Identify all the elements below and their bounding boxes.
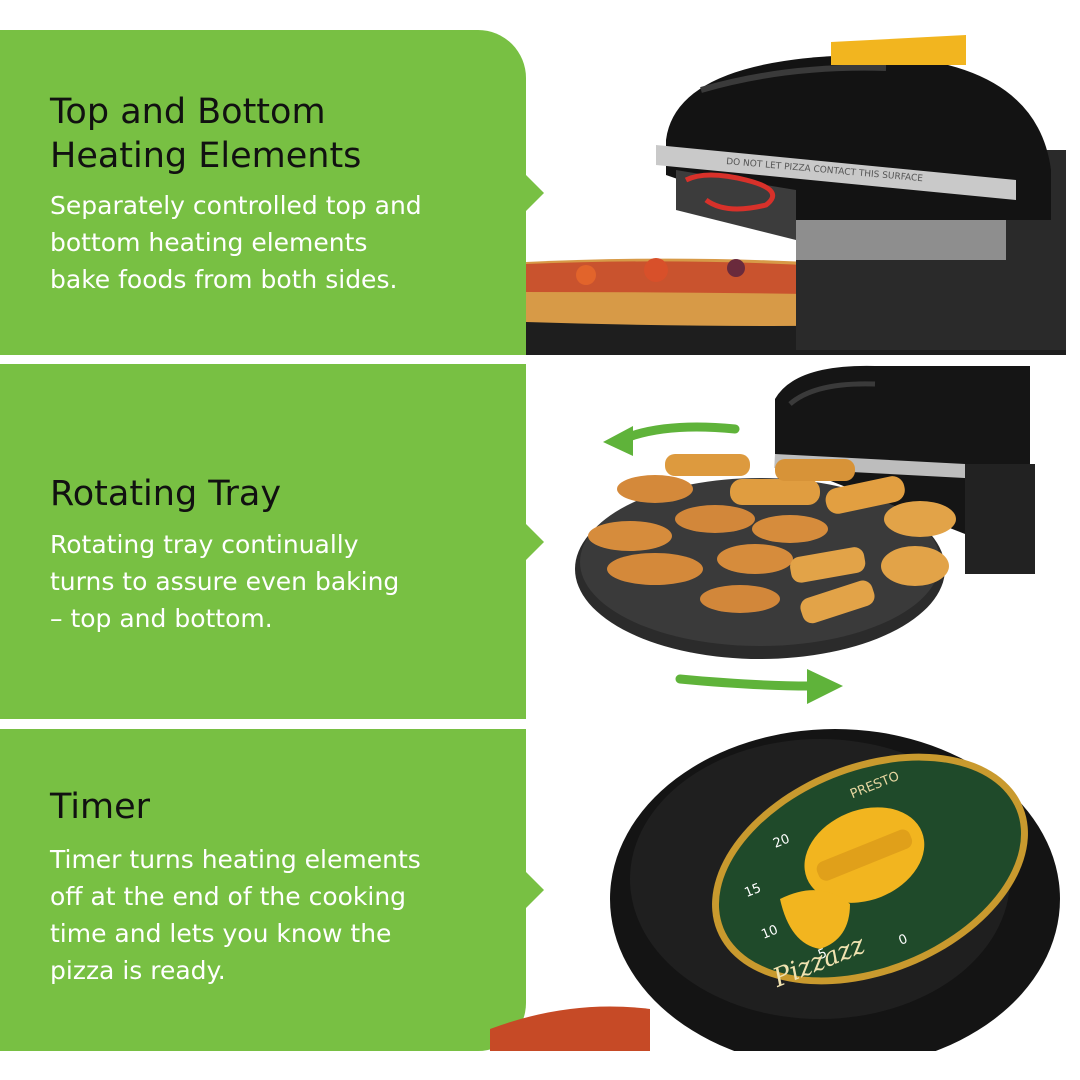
- feature-title-heating: Top and Bottom Heating Elements: [50, 90, 361, 178]
- feature-panel-rotating-tray: Rotating Tray Rotating tray continually …: [0, 364, 544, 719]
- mozzarella-stick: [825, 476, 905, 514]
- feature-title-line: Timer: [50, 787, 151, 827]
- feature-desc-timer: Timer turns heating elements off at the …: [50, 841, 470, 989]
- mozzarella-stick: [775, 459, 855, 481]
- timer-dial-photo: 20 15 10 5 0 PRESTO Pizzazz: [490, 729, 1060, 1051]
- feature-desc-rotating-tray: Rotating tray continually turns to assur…: [50, 526, 470, 637]
- head-highlight: [788, 381, 876, 406]
- rotating-tray-photo: [575, 365, 1035, 704]
- feature-title-line: Rotating Tray: [50, 474, 282, 514]
- taquito: [790, 547, 866, 583]
- heat-selector-knob[interactable]: [780, 890, 850, 949]
- arrow-head-icon: [807, 669, 843, 704]
- pepperoni: [644, 258, 668, 282]
- shrimp: [752, 515, 828, 543]
- shrimp: [717, 544, 793, 574]
- feature-desc-line: bottom heating elements: [50, 228, 368, 257]
- feature-title-line: Heating Elements: [50, 136, 362, 176]
- mozzarella-stick: [730, 479, 820, 505]
- feature-panel-timer: Timer Timer turns heating elements off a…: [0, 729, 544, 1051]
- timer-mark: 10: [759, 923, 780, 943]
- heating-element: [684, 172, 776, 212]
- pizza-edge: [490, 1006, 650, 1051]
- feature-desc-line: off at the end of the cooking: [50, 882, 407, 911]
- feature-desc-heating: Separately controlled top and bottom hea…: [50, 187, 470, 298]
- knob-grip: [816, 829, 913, 881]
- shrimp: [617, 475, 693, 503]
- feature-desc-line: bake foods from both sides.: [50, 265, 398, 294]
- feature-desc-line: turns to assure even baking: [50, 567, 400, 596]
- shrimp: [675, 505, 755, 533]
- feature-panel-heating: Top and Bottom Heating Elements Separate…: [0, 30, 544, 355]
- timer-mark: 20: [771, 832, 792, 852]
- feature-desc-line: – top and bottom.: [50, 604, 273, 633]
- lid-handle: [831, 35, 966, 65]
- pepperoni: [576, 265, 596, 285]
- panel-pointer: [526, 174, 544, 211]
- food-items: [588, 454, 956, 624]
- heater-shield: [796, 220, 1006, 260]
- shrimp: [700, 585, 780, 613]
- rotation-arrow-bottom: [675, 674, 815, 691]
- taquito: [800, 580, 875, 624]
- feature-title-line: Top and Bottom: [50, 92, 326, 132]
- rotation-arrow-top: [618, 422, 740, 444]
- feature-desc-line: Separately controlled top and: [50, 191, 422, 220]
- oven-column: [965, 464, 1035, 574]
- feature-title-timer: Timer: [50, 785, 150, 829]
- feature-title-rotating-tray: Rotating Tray: [50, 472, 281, 516]
- feature-desc-line: time and lets you know the: [50, 919, 392, 948]
- onion: [727, 259, 745, 277]
- taquito: [881, 546, 949, 586]
- oven-heating-elements-photo: DO NOT LET PIZZA CONTACT THIS SURFACE: [526, 35, 1066, 355]
- panel-pointer: [526, 523, 544, 560]
- arrow-head-icon: [603, 426, 633, 456]
- feature-desc-line: Rotating tray continually: [50, 530, 359, 559]
- taquito: [884, 501, 956, 537]
- panel-pointer: [526, 872, 544, 908]
- lid-highlight: [700, 64, 887, 93]
- shrimp: [607, 553, 703, 585]
- feature-desc-line: Timer turns heating elements: [50, 845, 421, 874]
- shrimp: [588, 521, 672, 551]
- timer-mark: 15: [742, 881, 763, 901]
- lid-rim: [656, 145, 1016, 200]
- mozzarella-stick: [665, 454, 750, 476]
- feature-desc-line: pizza is ready.: [50, 956, 226, 985]
